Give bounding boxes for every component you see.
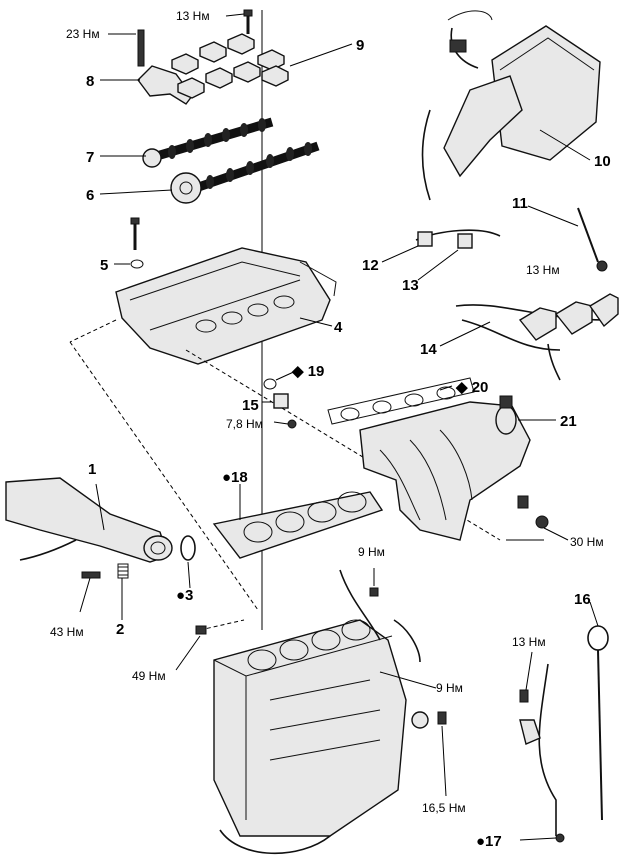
torque-9b: 9 Нм <box>436 681 463 695</box>
exhaust-front-pipe <box>5 477 173 563</box>
callout-1: 1 <box>88 461 96 478</box>
callout-15: 15 <box>242 397 259 414</box>
assembly-dash-3 <box>185 349 501 541</box>
callout-13: 13 <box>402 277 419 294</box>
exhaust-gasket <box>180 535 196 561</box>
dipstick-tube <box>519 663 565 843</box>
camshaft-exhaust <box>170 141 320 204</box>
callout-5: 5 <box>100 257 108 274</box>
cylinder-head-gasket <box>212 491 384 559</box>
callout-9: 9 <box>356 37 364 54</box>
callout-21: 21 <box>560 413 577 430</box>
callout-4: 4 <box>334 319 343 336</box>
hose-12-13 <box>415 229 501 249</box>
torque-23: 23 Нм <box>66 27 100 41</box>
callout-12: 12 <box>362 257 379 274</box>
intake-manifold-gasket <box>327 377 475 425</box>
thermostat-fitting <box>263 378 297 429</box>
callout-2: 2 <box>116 621 124 638</box>
callout-3: ●3 <box>176 587 193 604</box>
torque-13c: 13 Нм <box>512 635 546 649</box>
callout-6: 6 <box>86 187 94 204</box>
air-cleaner <box>421 10 601 201</box>
bolt-49 <box>195 625 207 635</box>
torque-16-5: 16,5 Нм <box>422 801 466 815</box>
leader-lines <box>79 13 599 841</box>
bolt-16-5 <box>437 711 447 725</box>
camshaft-intake <box>142 117 274 168</box>
sensor-11 <box>577 207 608 272</box>
exhaust-spring-bolt <box>81 563 129 579</box>
bolt-9a <box>369 587 379 597</box>
cylinder-head <box>115 247 337 365</box>
torque-43: 43 Нм <box>50 625 84 639</box>
callout-20: ◆ 20 <box>455 379 488 396</box>
callout-16: 16 <box>574 591 591 608</box>
dipstick <box>587 625 609 821</box>
callout-19: ◆ 19 <box>291 363 324 380</box>
callout-18: ●18 <box>222 469 248 486</box>
torque-9a: 9 Нм <box>358 545 385 559</box>
callout-8: 8 <box>86 73 94 90</box>
callout-11: 11 <box>512 195 528 212</box>
cylinder-block <box>213 569 429 855</box>
torque-49: 49 Нм <box>132 669 166 683</box>
callout-14: 14 <box>420 341 437 358</box>
callout-labels: 1 2 ●3 4 5 6 7 8 9 10 11 12 13 14 15 16 … <box>86 37 611 850</box>
torque-13b: 13 Нм <box>526 263 560 277</box>
assembly-dash-1 <box>69 319 117 343</box>
torque-30: 30 Нм <box>570 535 604 549</box>
torque-labels: 13 Нм 23 Нм 13 Нм 7,8 Нм 30 Нм 9 Нм 43 Н… <box>50 9 604 815</box>
assembly-dash-4 <box>199 619 245 631</box>
cam-cap-bolt <box>243 9 253 34</box>
callout-17: ●17 <box>476 833 502 850</box>
callout-10: 10 <box>594 153 611 170</box>
torque-13a: 13 Нм <box>176 9 210 23</box>
camshaft-bearing-caps <box>137 29 289 105</box>
intake-manifold <box>359 395 549 541</box>
head-bolt <box>130 217 144 269</box>
torque-7-8: 7,8 Нм <box>226 417 263 431</box>
wire-harness <box>455 293 619 381</box>
assembly-dash-2 <box>69 341 259 611</box>
callout-7: 7 <box>86 149 94 166</box>
